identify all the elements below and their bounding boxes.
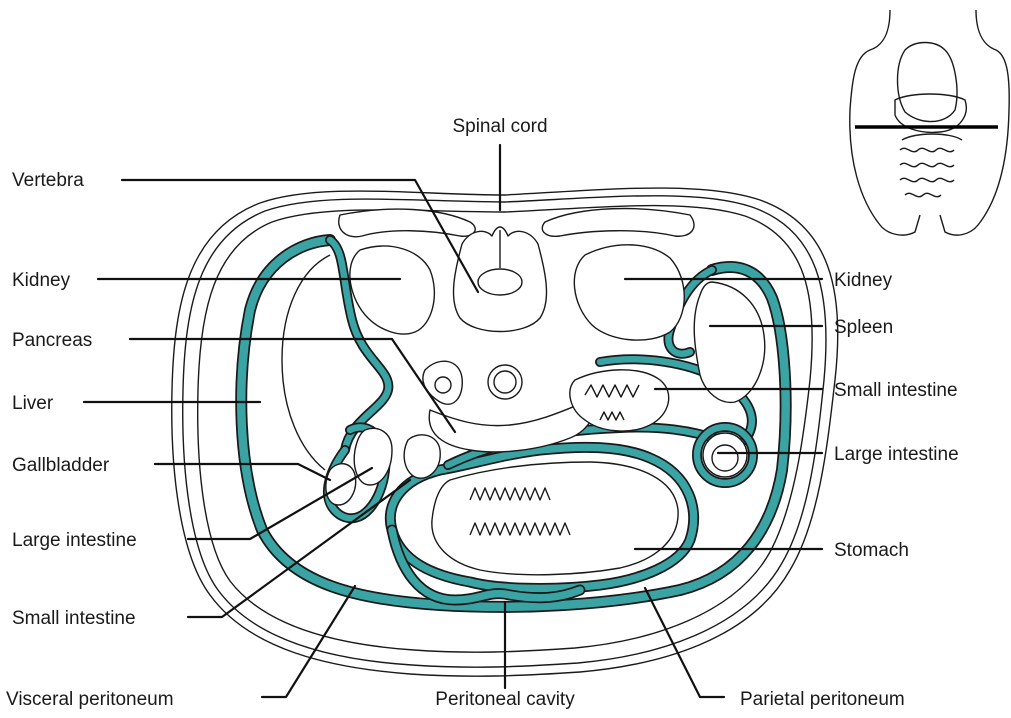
small-intestine-lower-shape — [404, 435, 440, 478]
label-spleen: Spleen — [834, 317, 893, 338]
leader-parietal-peritoneum — [645, 588, 724, 697]
label-large-intestine-left: Large intestine — [834, 444, 959, 465]
label-kidney-left: Kidney — [12, 270, 71, 291]
label-parietal-peritoneum: Parietal peritoneum — [740, 689, 905, 710]
large-intestine-left-shape — [703, 433, 747, 477]
leader-pancreas — [130, 339, 455, 432]
label-spinal-cord: Spinal cord — [452, 116, 547, 137]
left-kidney-shape — [350, 246, 435, 334]
label-small-intestine-right: Small intestine — [834, 380, 958, 401]
label-vertebra: Vertebra — [12, 170, 84, 191]
torso-section-plane-icon — [850, 10, 1009, 235]
label-pancreas: Pancreas — [12, 330, 92, 351]
stomach-shape — [432, 462, 678, 575]
right-kidney-shape — [574, 245, 684, 340]
labels: Spinal cord Vertebra Kidney Kidney Splee… — [6, 116, 959, 710]
label-large-intestine-right: Large intestine — [12, 530, 137, 551]
label-visceral-peritoneum: Visceral peritoneum — [6, 689, 174, 710]
label-peritoneal-cavity: Peritoneal cavity — [435, 689, 575, 710]
leader-visceral-peritoneum — [262, 586, 355, 697]
label-stomach: Stomach — [834, 540, 909, 561]
spleen-shape — [694, 282, 764, 402]
spinal-cord-shape — [478, 269, 522, 295]
label-small-intestine-left: Small intestine — [12, 608, 136, 629]
liver-inner-line — [282, 255, 330, 470]
label-liver: Liver — [12, 393, 54, 414]
label-kidney-right: Kidney — [834, 270, 893, 291]
label-gallbladder: Gallbladder — [12, 455, 110, 476]
gallbladder-shape — [326, 464, 356, 505]
